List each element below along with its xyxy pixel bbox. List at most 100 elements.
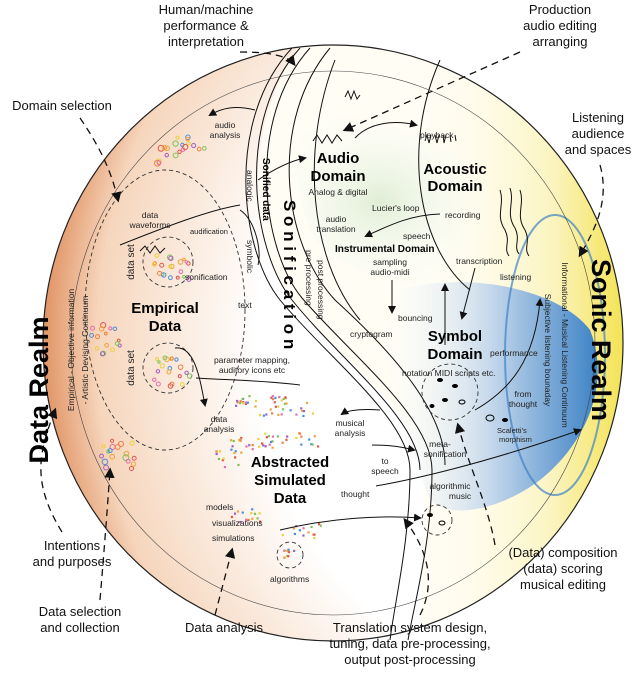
data-point: [90, 325, 96, 331]
data-point: [308, 438, 311, 441]
data-point: [250, 512, 253, 515]
symbol-domain-title: Domain: [427, 346, 482, 363]
data-point: [175, 135, 180, 140]
data-point: [177, 259, 184, 265]
data-point: [270, 412, 274, 415]
data-point: [179, 382, 185, 387]
human-machine-note: Human/machine: [159, 2, 254, 17]
data-point: [262, 444, 265, 447]
data-point: [114, 341, 120, 346]
data-point: [236, 510, 240, 513]
data-point: [169, 263, 175, 270]
audio-analysis-label: audio: [215, 120, 236, 130]
data-point: [239, 400, 242, 403]
data-point: [186, 276, 192, 282]
audification-label: audification: [190, 227, 228, 236]
data-point: [104, 342, 109, 348]
data-point: [272, 398, 275, 401]
audio-domain-boundary: [313, 59, 361, 321]
data-point: [301, 409, 304, 413]
bouncing-label: bouncing: [398, 313, 433, 323]
data-point: [117, 440, 125, 448]
data-point: [244, 401, 247, 404]
data-point: [239, 402, 242, 405]
human-machine-note: performance &: [163, 18, 249, 33]
data-point: [284, 396, 287, 399]
data-point: [230, 448, 233, 451]
data-point: [169, 356, 174, 362]
from-thought-label: thought: [509, 399, 538, 409]
data-point: [155, 357, 159, 361]
data-point: [302, 534, 305, 537]
data-point: [223, 465, 227, 469]
left-continuum-line1: Empirical - Objective information: [66, 289, 76, 412]
data-point: [166, 369, 172, 375]
abstracted-data-title: Simulated: [254, 472, 326, 489]
data-point: [319, 524, 322, 527]
data-point: [162, 355, 168, 361]
listening-waves: [499, 187, 530, 257]
empirical-data-title: Empirical: [131, 300, 199, 317]
data-point: [245, 445, 248, 448]
data-point: [196, 146, 202, 152]
algorithms-circle: [276, 541, 304, 569]
data-point: [313, 533, 316, 536]
data-point: [107, 448, 113, 454]
data-point: [230, 439, 233, 442]
acoustic-domain-title: Acoustic: [423, 161, 486, 178]
data-point: [281, 408, 285, 411]
data-point: [274, 396, 277, 400]
data-point: [270, 396, 273, 399]
data-point: [154, 253, 160, 258]
audio-translation-label: translation: [316, 224, 355, 234]
data-point: [156, 160, 162, 166]
data-point: [317, 523, 321, 526]
data-point: [151, 261, 157, 267]
data-point: [254, 399, 258, 403]
data-point: [282, 397, 285, 401]
data-point: [152, 377, 157, 382]
instrumental-domain-label: Instrumental Domain: [335, 244, 434, 255]
data-point: [281, 441, 284, 444]
left-continuum-line2: - Artistic Devising Continuum: [80, 296, 90, 405]
data-point: [185, 136, 190, 142]
data-set-circle: [142, 236, 194, 288]
speech-label: speech: [403, 231, 431, 241]
data-point: [302, 527, 305, 530]
composition-note: musical editing: [520, 577, 606, 592]
sonic-realm-title: Sonic Realm: [586, 259, 616, 421]
data-point: [257, 437, 260, 441]
data-selection-note: Data selection: [39, 604, 121, 619]
data-point: [256, 517, 259, 520]
simulations-label: simulations: [212, 533, 255, 543]
data-point: [89, 332, 94, 338]
data-point: [191, 143, 197, 149]
diagram-labels: audio analysis data waveforms audificati…: [126, 120, 538, 584]
data-point: [280, 413, 283, 416]
data-point: [112, 326, 118, 332]
data-point: [241, 397, 244, 401]
data-point: [292, 527, 295, 530]
to-speech-label: speech: [371, 466, 399, 476]
data-point: [261, 442, 264, 445]
data-point: [316, 445, 320, 448]
data-point: [184, 370, 189, 376]
production-note: arranging: [533, 34, 588, 49]
data-point: [157, 360, 161, 364]
data-point: [276, 435, 279, 438]
notation-glyphs: [427, 378, 508, 526]
data-point: [285, 549, 289, 552]
data-point: [178, 269, 184, 275]
data-point: [233, 512, 237, 515]
data-point: [269, 440, 273, 444]
data-point: [273, 401, 276, 404]
listening-audience-note: Listening: [572, 110, 624, 125]
data-point: [246, 401, 249, 404]
data-point: [295, 413, 298, 416]
data-point: [265, 436, 268, 439]
translation-note: tuning, data pre-processing,: [329, 636, 490, 651]
data-point: [237, 463, 240, 467]
data-point: [168, 275, 173, 281]
data-point: [131, 455, 137, 461]
data-point: [268, 443, 271, 446]
